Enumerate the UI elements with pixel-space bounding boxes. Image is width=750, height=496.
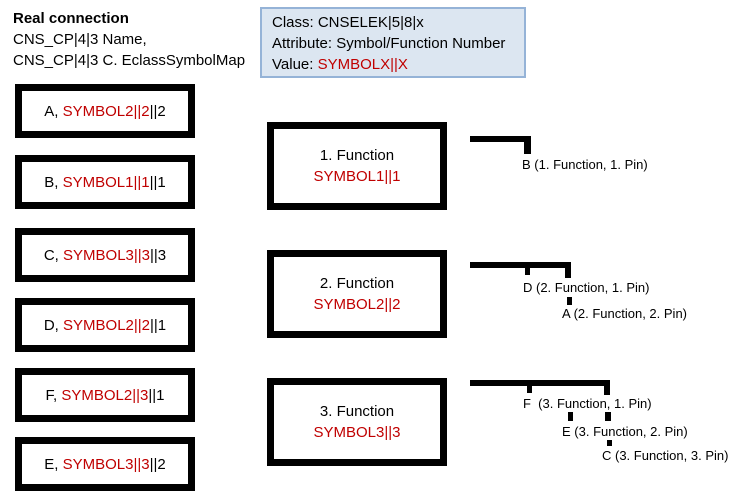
header-line-3: CNS_CP|4|3 C. EclassSymbolMap [13,52,246,69]
pin-dash-3-3b [607,440,612,446]
connection-suffix: ||1 [150,316,167,334]
connection-box-e: E, SYMBOL3||3||2 [15,437,195,491]
pin-dash-2-2 [567,297,572,305]
connection-suffix: ||1 [148,386,165,404]
info-class-line: Class: CNSELEK|5|8|x [272,14,424,31]
header-title: Real connection [13,10,129,27]
connection-prefix: D, [43,316,64,334]
connection-symbol: SYMBOL2||2 [63,316,151,334]
pin-tick-3-3 [604,380,610,395]
pin-label-e: E (3. Function, 2. Pin) [562,424,688,439]
pin-tick-3-1 [527,386,532,393]
function-title: 3. Function [319,403,395,420]
info-value-label: Value: [272,56,318,73]
connection-prefix: C, [43,246,64,264]
pin-tick-1-1 [524,136,531,154]
header-block: Real connection CNS_CP|4|3 Name, CNS_CP|… [13,8,245,71]
function-title: 2. Function [319,275,395,292]
function-symbol: SYMBOL3||3 [313,424,401,441]
connection-prefix: E, [44,455,63,473]
connection-label: B, SYMBOL1||1||1 [44,174,165,191]
pin-tick-2-2 [565,262,571,278]
connector-bar-2 [470,262,570,268]
connection-box-b: B, SYMBOL1||1||1 [15,155,195,209]
connection-box-d: D, SYMBOL2||2||1 [15,298,195,352]
function-title: 1. Function [319,147,395,164]
connection-box-c: C, SYMBOL3||3||3 [15,228,195,282]
pin-label-c: C (3. Function, 3. Pin) [602,448,729,463]
connection-label: D, SYMBOL2||2||1 [44,317,166,334]
connection-suffix: ||3 [150,246,167,264]
pin-label-f: F (3. Function, 1. Pin) [523,396,652,411]
info-attribute-line: Attribute: Symbol/Function Number [272,35,506,52]
connection-suffix: ||1 [149,173,166,191]
info-value-line: Value: SYMBOLX||X [272,54,524,75]
pin-label-a: A (2. Function, 2. Pin) [562,306,688,321]
pin-label-b: B (1. Function, 1. Pin) [522,157,648,172]
function-box-3: 3. Function SYMBOL3||3 [267,378,447,466]
connector-bar-3 [470,380,610,386]
pin-label-d: D (2. Function, 1. Pin) [523,280,650,295]
connection-label: C, SYMBOL3||3||3 [44,247,166,264]
pin-dash-3-2 [568,412,573,421]
connection-suffix: ||2 [149,102,166,120]
connection-symbol: SYMBOL2||3 [61,386,149,404]
pin-dash-3-3a [605,412,611,421]
connector-bar-1 [470,136,530,142]
connection-box-a: A, SYMBOL2||2||2 [15,84,195,138]
connection-symbol: SYMBOL2||2 [62,102,150,120]
pin-tick-2-1 [525,268,530,275]
info-value: SYMBOLX||X [317,56,408,73]
connection-prefix: B, [44,173,63,191]
connection-label: A, SYMBOL2||2||2 [44,103,165,120]
function-box-1: 1. Function SYMBOL1||1 [267,122,447,210]
attribute-info-box: Class: CNSELEK|5|8|x Attribute: Symbol/F… [260,7,526,78]
function-box-2: 2. Function SYMBOL2||2 [267,250,447,338]
function-symbol: SYMBOL2||2 [313,296,401,313]
connection-symbol: SYMBOL3||3 [63,246,151,264]
connection-label: E, SYMBOL3||3||2 [44,456,165,473]
connection-symbol: SYMBOL3||3 [62,455,150,473]
header-line-2: CNS_CP|4|3 Name, [13,31,147,48]
connection-suffix: ||2 [149,455,166,473]
connection-symbol: SYMBOL1||1 [62,173,150,191]
connection-box-f: F, SYMBOL2||3||1 [15,368,195,422]
connection-label: F, SYMBOL2||3||1 [46,387,165,404]
function-symbol: SYMBOL1||1 [313,168,401,185]
connection-prefix: F, [45,386,62,404]
connection-prefix: A, [44,102,63,120]
